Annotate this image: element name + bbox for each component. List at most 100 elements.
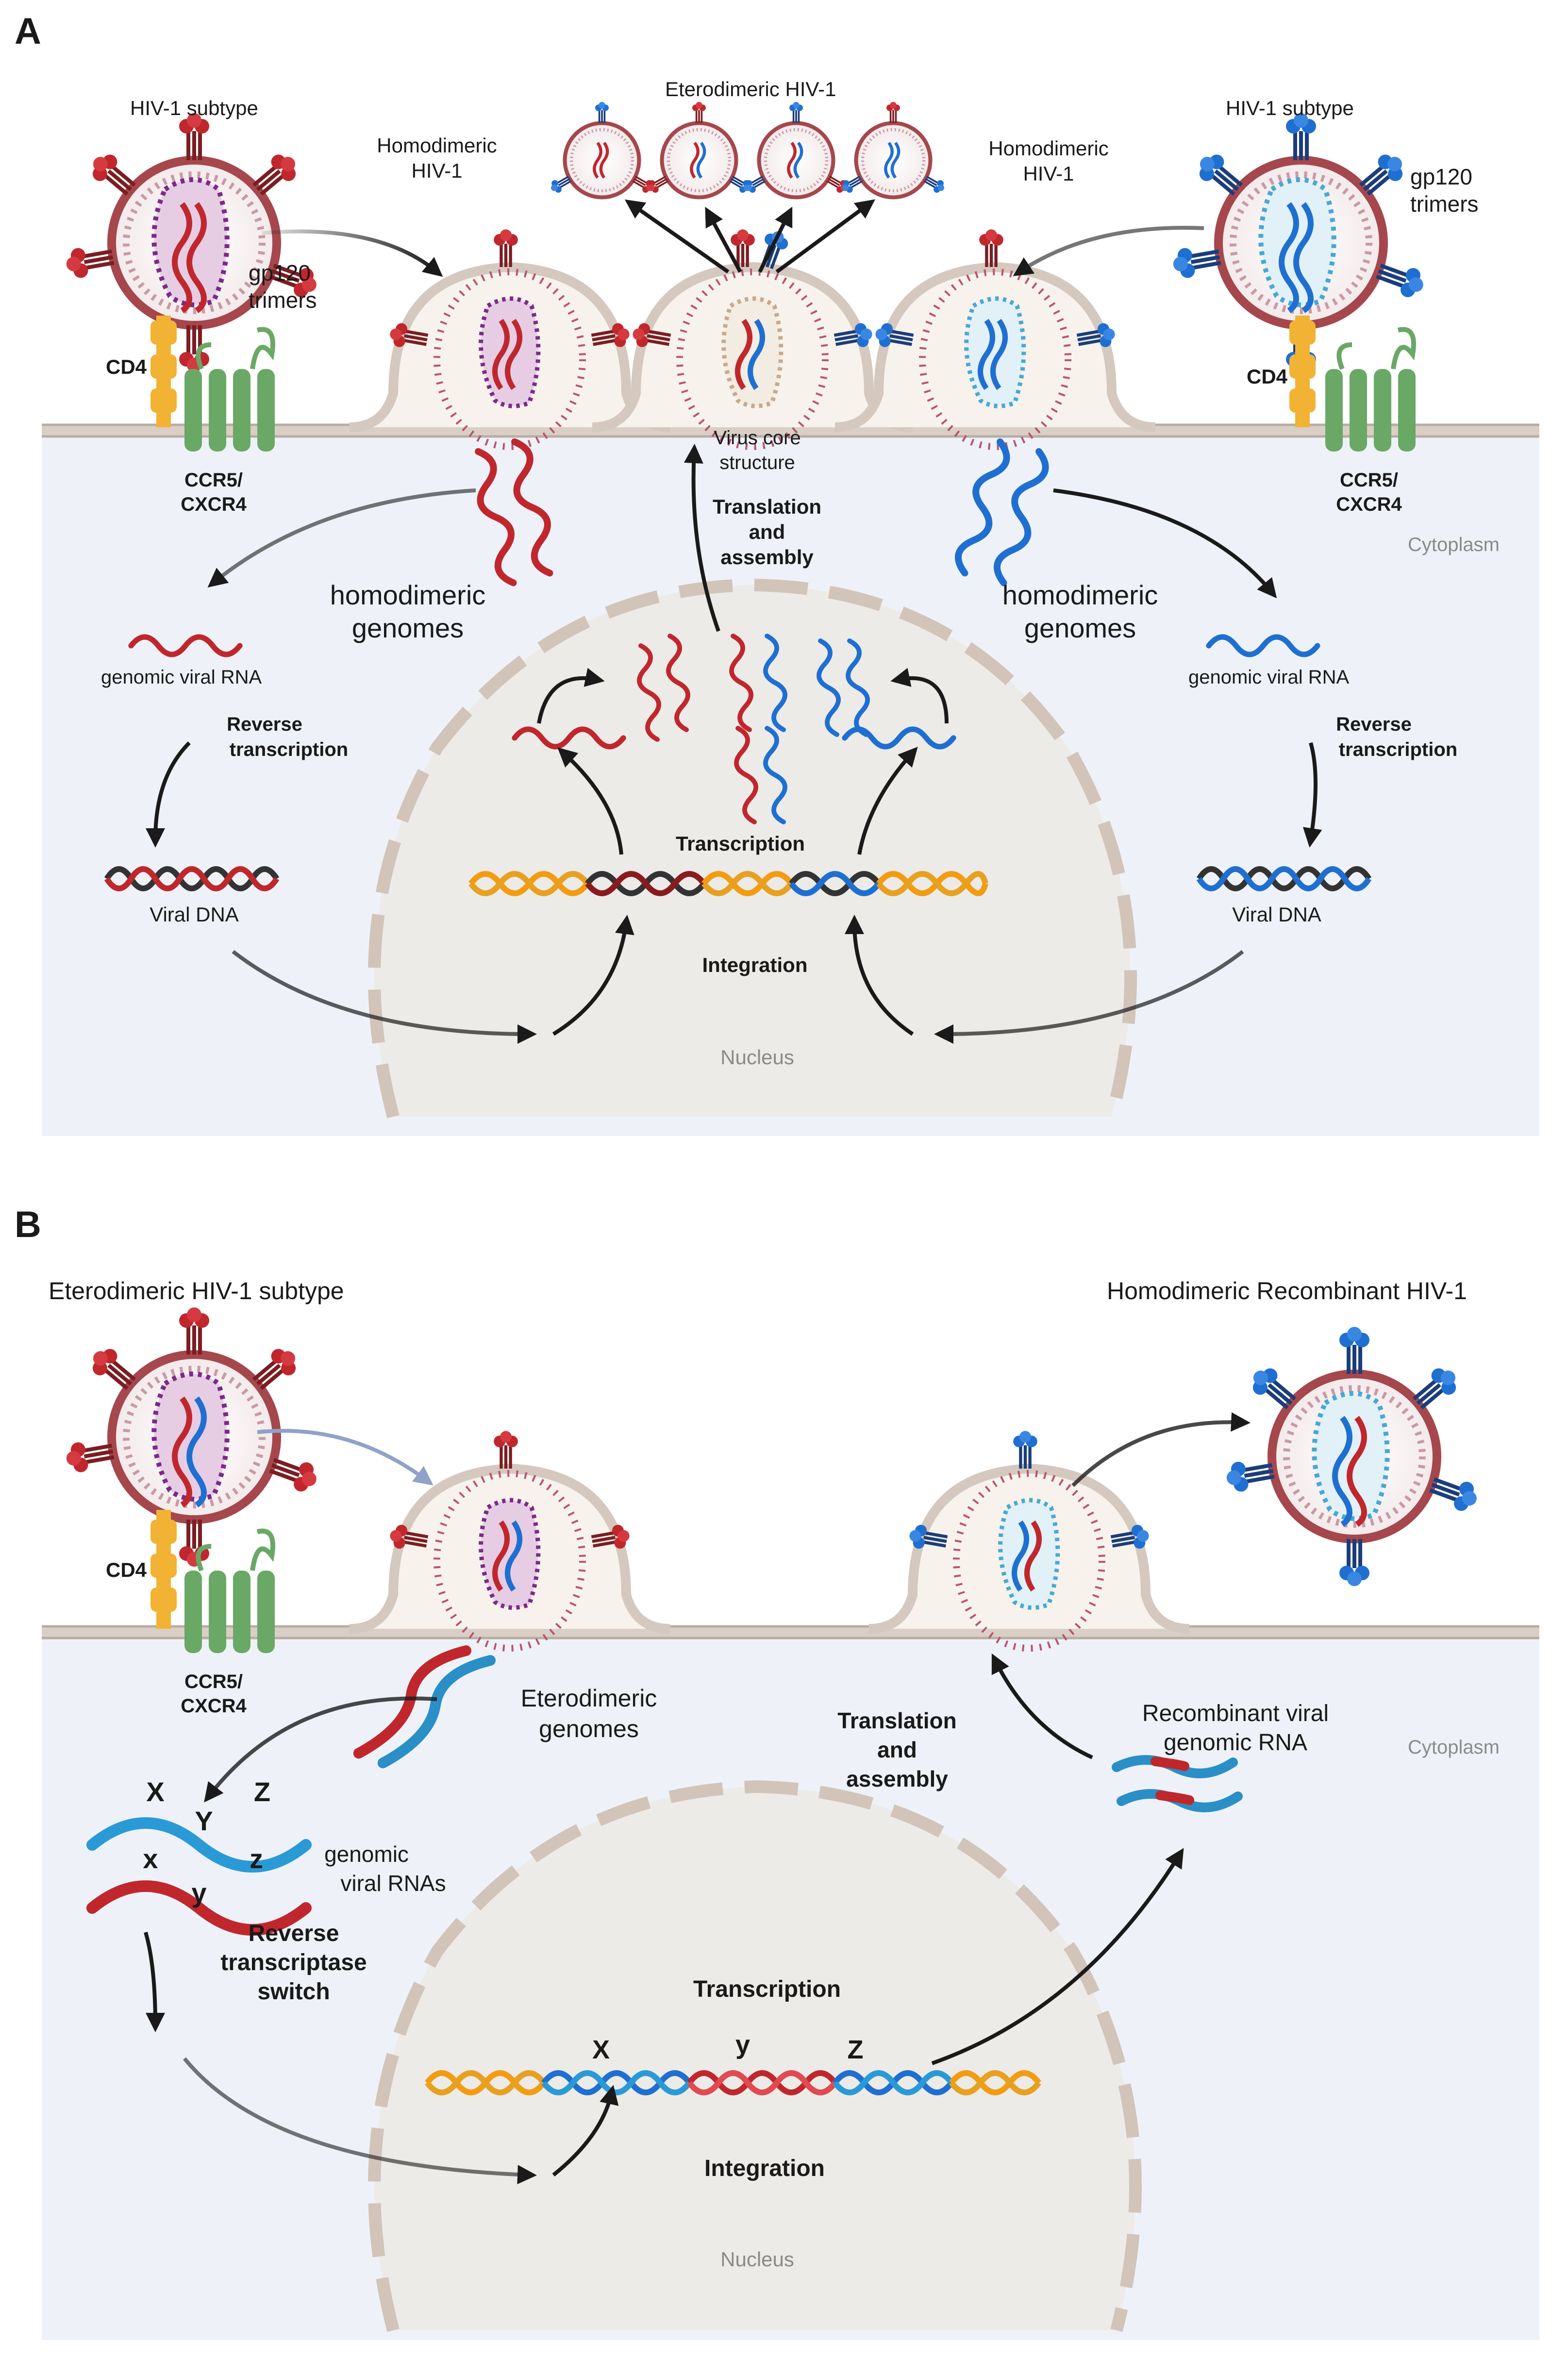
label-viral-dna-right: Viral DNA [1232, 903, 1321, 926]
label-integration-a: Integration [702, 954, 808, 976]
label-recombinant-rna-1: Recombinant viral [1142, 1701, 1329, 1726]
cd4-receptor-b [150, 1510, 177, 1629]
label-virus-core-2: structure [719, 452, 795, 473]
label-ccr5-right-1: CCR5/ [1340, 469, 1398, 491]
label-translation-b-1: Translation [837, 1708, 956, 1733]
label-transcription-b: Transcription [693, 1976, 841, 2002]
label-genomic-viral-rnas-1: genomic [324, 1841, 409, 1867]
label-genomic-rna-right: genomic viral RNA [1188, 667, 1350, 688]
label-homodimeric-recombinant: Homodimeric Recombinant HIV-1 [1107, 1277, 1467, 1305]
label-translation-b-2: and [877, 1737, 917, 1762]
label-letter-z-rna: z [250, 1843, 263, 1874]
label-eterodimeric-genomes-1: Eterodimeric [521, 1685, 657, 1712]
label-eterodimeric-hiv: Eterodimeric HIV-1 [665, 78, 836, 100]
label-homodimeric-hiv-right-1: Homodimeric [988, 137, 1108, 160]
arrows-flow-a [146, 444, 1322, 1044]
viral-dna-left [104, 866, 280, 891]
label-translation-a-2: and [749, 520, 785, 543]
viral-dna-right [1196, 866, 1372, 891]
label-hiv-subtype-left: HIV-1 subtype [130, 97, 258, 119]
nucleus-b [367, 1780, 1142, 2332]
bud-center-a [592, 227, 913, 447]
arrows-top-a [262, 199, 1204, 277]
label-cytoplasm-b: Cytoplasm [1408, 1737, 1500, 1758]
label-translation-b-3: assembly [846, 1766, 948, 1791]
membrane-b [42, 1626, 1539, 1638]
label-transcription-a: Transcription [676, 832, 805, 855]
label-homodimeric-genomes-right-1: homodimeric [1002, 580, 1158, 610]
bud-left-a [350, 229, 670, 447]
label-letter-x-rna: x [143, 1843, 158, 1874]
label-homodimeric-hiv-left-2: HIV-1 [411, 159, 462, 182]
virion-right-a [1170, 113, 1428, 372]
label-rt-switch-1: Reverse [249, 1921, 339, 1946]
recombinant-rna-strands [1112, 1755, 1243, 1812]
virion-eterodimeric-b [64, 1307, 321, 1567]
label-letter-y-rna: y [191, 1877, 206, 1908]
panel-b-letter: B [15, 1204, 41, 1245]
label-letter-X-rna: X [146, 1776, 164, 1807]
integrated-dna-a [468, 871, 988, 896]
bud-right-a [835, 229, 1155, 447]
virion-left-a [64, 113, 321, 372]
label-gp120-left-2: trimers [249, 287, 317, 313]
label-gp120-left-1: gp120 [249, 260, 311, 285]
label-dna-letter-X: X [592, 2035, 610, 2064]
label-letter-Z-rna: Z [254, 1776, 270, 1807]
ccr5-receptor-b [184, 1528, 275, 1653]
nucleus-a [367, 578, 1137, 1119]
arrows-flow-b [144, 1412, 1251, 2185]
label-rt-switch-3: switch [257, 1979, 330, 2005]
label-eterodimeric-genomes-2: genomes [539, 1715, 639, 1742]
label-letter-Y-rna: Y [195, 1806, 213, 1836]
label-cd4-left: CD4 [106, 355, 147, 378]
bud-left-b [350, 1431, 670, 1648]
label-genomic-viral-rnas-2: viral RNAs [340, 1871, 446, 1896]
label-dna-letter-Z: Z [848, 2035, 864, 2064]
panel-a-letter: A [15, 11, 41, 52]
cd4-receptor-right-a [1289, 316, 1316, 427]
label-gp120-right-2: trimers [1410, 191, 1479, 217]
eterodimeric-genomes-strands [353, 1645, 496, 1769]
label-cd4-b: CD4 [106, 1558, 147, 1581]
label-ccr5-left-1: CCR5/ [184, 469, 243, 491]
genomic-viral-rnas-b-strands [86, 1817, 312, 1936]
ccr5-receptor-right-a [1325, 327, 1416, 452]
label-virus-core-1: Virus core [714, 427, 801, 449]
label-recombinant-rna-2: genomic RNA [1164, 1730, 1307, 1756]
label-ccr5-right-2: CXCR4 [1336, 494, 1402, 515]
label-genomic-rna-left: genomic viral RNA [101, 667, 262, 688]
label-nucleus-a: Nucleus [720, 1046, 794, 1069]
label-integration-b: Integration [704, 2156, 825, 2181]
label-rt-right-1: Reverse [1336, 714, 1412, 735]
label-gp120-right-1: gp120 [1410, 164, 1472, 189]
label-rt-left-1: Reverse [227, 714, 302, 735]
ccr5-receptor-left-a [184, 327, 275, 452]
label-cytoplasm-a: Cytoplasm [1408, 534, 1500, 555]
label-ccr5-left-2: CXCR4 [181, 494, 247, 515]
label-nucleus-b: Nucleus [720, 2248, 794, 2271]
cd4-receptor-left-a [150, 316, 177, 427]
label-homodimeric-genomes-left-1: homodimeric [330, 580, 486, 610]
released-virions-a [548, 101, 948, 198]
label-homodimeric-hiv-left-1: Homodimeric [377, 134, 497, 157]
label-rt-left-2: transcription [230, 739, 348, 760]
label-dna-letter-y: y [735, 2030, 750, 2059]
label-translation-a-3: assembly [720, 546, 814, 569]
label-homodimeric-hiv-right-2: HIV-1 [1023, 162, 1074, 185]
label-translation-a-1: Translation [713, 495, 821, 518]
label-viral-dna-left: Viral DNA [150, 903, 239, 926]
label-cd4-right: CD4 [1247, 365, 1288, 388]
label-ccr5-b-2: CXCR4 [181, 1695, 247, 1717]
label-homodimeric-genomes-right-2: genomes [1024, 613, 1136, 643]
label-ccr5-b-1: CCR5/ [184, 1671, 243, 1692]
label-homodimeric-genomes-left-2: genomes [352, 613, 464, 643]
bud-right-b [869, 1431, 1189, 1648]
label-hiv-subtype-right: HIV-1 subtype [1226, 97, 1354, 119]
integrated-dna-b [425, 2070, 1041, 2095]
label-eterodimeric-subtype: Eterodimeric HIV-1 subtype [49, 1277, 344, 1305]
label-rt-switch-2: transcriptase [220, 1950, 367, 1975]
label-rt-right-2: transcription [1339, 739, 1457, 760]
virion-recombinant-b [1224, 1327, 1482, 1586]
